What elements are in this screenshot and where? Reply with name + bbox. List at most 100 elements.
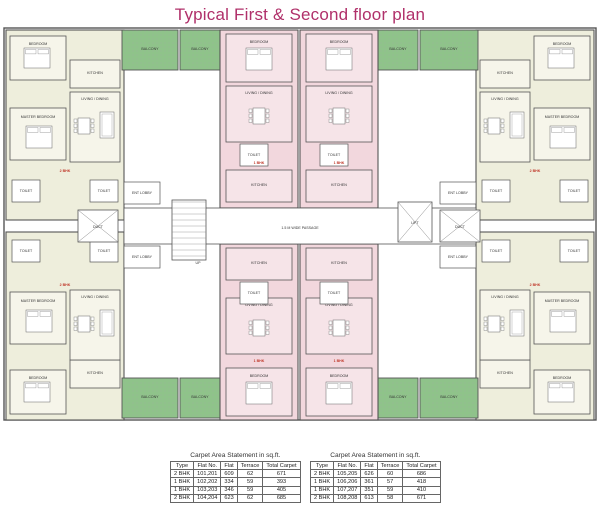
table-cell: 2 BHK xyxy=(169,469,195,479)
pillow-icon xyxy=(27,311,39,317)
balcony-label: BALCONY xyxy=(389,395,407,399)
chair-icon xyxy=(73,118,78,123)
chair-icon xyxy=(483,128,488,133)
chair-icon xyxy=(500,128,505,133)
chair-icon xyxy=(90,316,95,321)
toilet-label: TOILET xyxy=(20,189,33,193)
kitchen-room xyxy=(225,169,293,203)
table-cell: 105,205 xyxy=(333,469,362,479)
pillow-icon xyxy=(259,383,271,389)
table-header: Flat xyxy=(220,460,238,471)
table-header-row: Type Flat No. Flat Terrace Total Carpet xyxy=(169,460,301,471)
living-dining-label: LIVING / DINING xyxy=(325,303,353,307)
table-header: Flat No. xyxy=(193,460,222,471)
table-cell: 410 xyxy=(402,485,441,495)
chair-icon xyxy=(328,330,333,335)
chair-icon xyxy=(500,326,505,331)
chair-icon xyxy=(73,326,78,331)
chair-icon xyxy=(90,128,95,133)
pillow-icon xyxy=(549,49,561,55)
pillow-icon xyxy=(25,49,37,55)
pillow-icon xyxy=(563,127,575,133)
table-header: Type xyxy=(169,460,195,471)
master-bedroom-label: MASTER BEDROOM xyxy=(21,115,56,119)
table-cell: 59 xyxy=(376,485,404,495)
pillow-icon xyxy=(247,383,259,389)
table-cell: 405 xyxy=(262,485,301,495)
chair-icon xyxy=(345,118,350,123)
toilet-room xyxy=(559,239,589,263)
bedroom-label: BEDROOM xyxy=(250,374,269,378)
balcony-texture xyxy=(180,378,220,418)
dining-table-icon xyxy=(332,107,346,125)
pillow-icon xyxy=(551,127,563,133)
chair-icon xyxy=(483,326,488,331)
table-header: Flat xyxy=(360,460,378,471)
chair-icon xyxy=(248,108,253,113)
dining-table-icon xyxy=(332,319,346,337)
toilet-label: TOILET xyxy=(568,249,581,253)
chair-icon xyxy=(248,325,253,330)
unit-type-label: 2 BHK xyxy=(530,283,541,287)
table-cell: 685 xyxy=(262,493,301,503)
kitchen-room xyxy=(305,247,373,281)
master-bedroom-label: MASTER BEDROOM xyxy=(545,115,580,119)
chair-icon xyxy=(500,316,505,321)
toilet-label: TOILET xyxy=(490,249,503,253)
table-cell: 393 xyxy=(262,477,301,487)
sofa-seat-icon xyxy=(511,311,523,335)
table-cell: 108,208 xyxy=(333,493,362,503)
table-cell: 626 xyxy=(360,469,378,479)
ent-lobby-label: ENT LOBBY xyxy=(448,255,469,259)
table-cell: 57 xyxy=(376,477,404,487)
toilet-label: TOILET xyxy=(98,189,111,193)
kitchen-room xyxy=(479,359,531,389)
table-cell: 60 xyxy=(376,469,404,479)
chair-icon xyxy=(73,123,78,128)
unit-type-label: 2 BHK xyxy=(60,169,71,173)
chair-icon xyxy=(328,118,333,123)
chair-icon xyxy=(265,108,270,113)
chair-icon xyxy=(73,316,78,321)
living-dining-label: LIVING / DINING xyxy=(491,97,519,101)
table-cell: 613 xyxy=(360,493,378,503)
balcony-label: BALCONY xyxy=(440,395,458,399)
lift-cross xyxy=(397,201,433,243)
chair-icon xyxy=(483,316,488,321)
balcony-label: BALCONY xyxy=(440,47,458,51)
ent-lobby-label: ENT LOBBY xyxy=(448,191,469,195)
chair-icon xyxy=(328,113,333,118)
toilet-label: TOILET xyxy=(20,249,33,253)
chair-icon xyxy=(265,325,270,330)
table-row: 2 BHK 104,204 623 62 685 xyxy=(169,493,301,503)
master-bedroom-label: MASTER BEDROOM xyxy=(545,299,580,303)
bedroom-label: BEDROOM xyxy=(553,42,572,46)
duct-label: DUCT xyxy=(455,225,466,229)
passage-label: 1.5 M WIDE PASSAGE xyxy=(281,226,319,230)
unit-type-label: 2 BHK xyxy=(60,283,71,287)
toilet-room xyxy=(481,239,511,263)
sofa-seat-icon xyxy=(101,311,113,335)
bedroom-label: BEDROOM xyxy=(29,42,48,46)
table-cell: 2 BHK xyxy=(169,493,195,503)
dining-table-icon xyxy=(77,315,91,333)
toilet-label: TOILET xyxy=(248,153,261,157)
table-cell: 102,202 xyxy=(193,477,222,487)
sofa-icon xyxy=(99,111,115,139)
chair-icon xyxy=(328,325,333,330)
carpet-area-caption-right: Carpet Area Statement in sq.ft. xyxy=(330,452,421,459)
bedroom-label: BEDROOM xyxy=(330,40,349,44)
balcony-texture xyxy=(122,30,178,70)
bedroom-label: BEDROOM xyxy=(553,376,572,380)
pillow-icon xyxy=(561,383,573,389)
kitchen-label: KITCHEN xyxy=(497,71,513,75)
pillow-icon xyxy=(37,49,49,55)
table-cell: 609 xyxy=(220,469,238,479)
dining-table-icon xyxy=(487,315,501,333)
entrance-lobby xyxy=(439,245,477,269)
toilet-label: TOILET xyxy=(248,291,261,295)
toilet-room xyxy=(11,239,41,263)
pillow-icon xyxy=(27,127,39,133)
table-cell: 104,204 xyxy=(193,493,222,503)
table-row: 2 BHK 108,208 613 58 671 xyxy=(309,493,441,503)
